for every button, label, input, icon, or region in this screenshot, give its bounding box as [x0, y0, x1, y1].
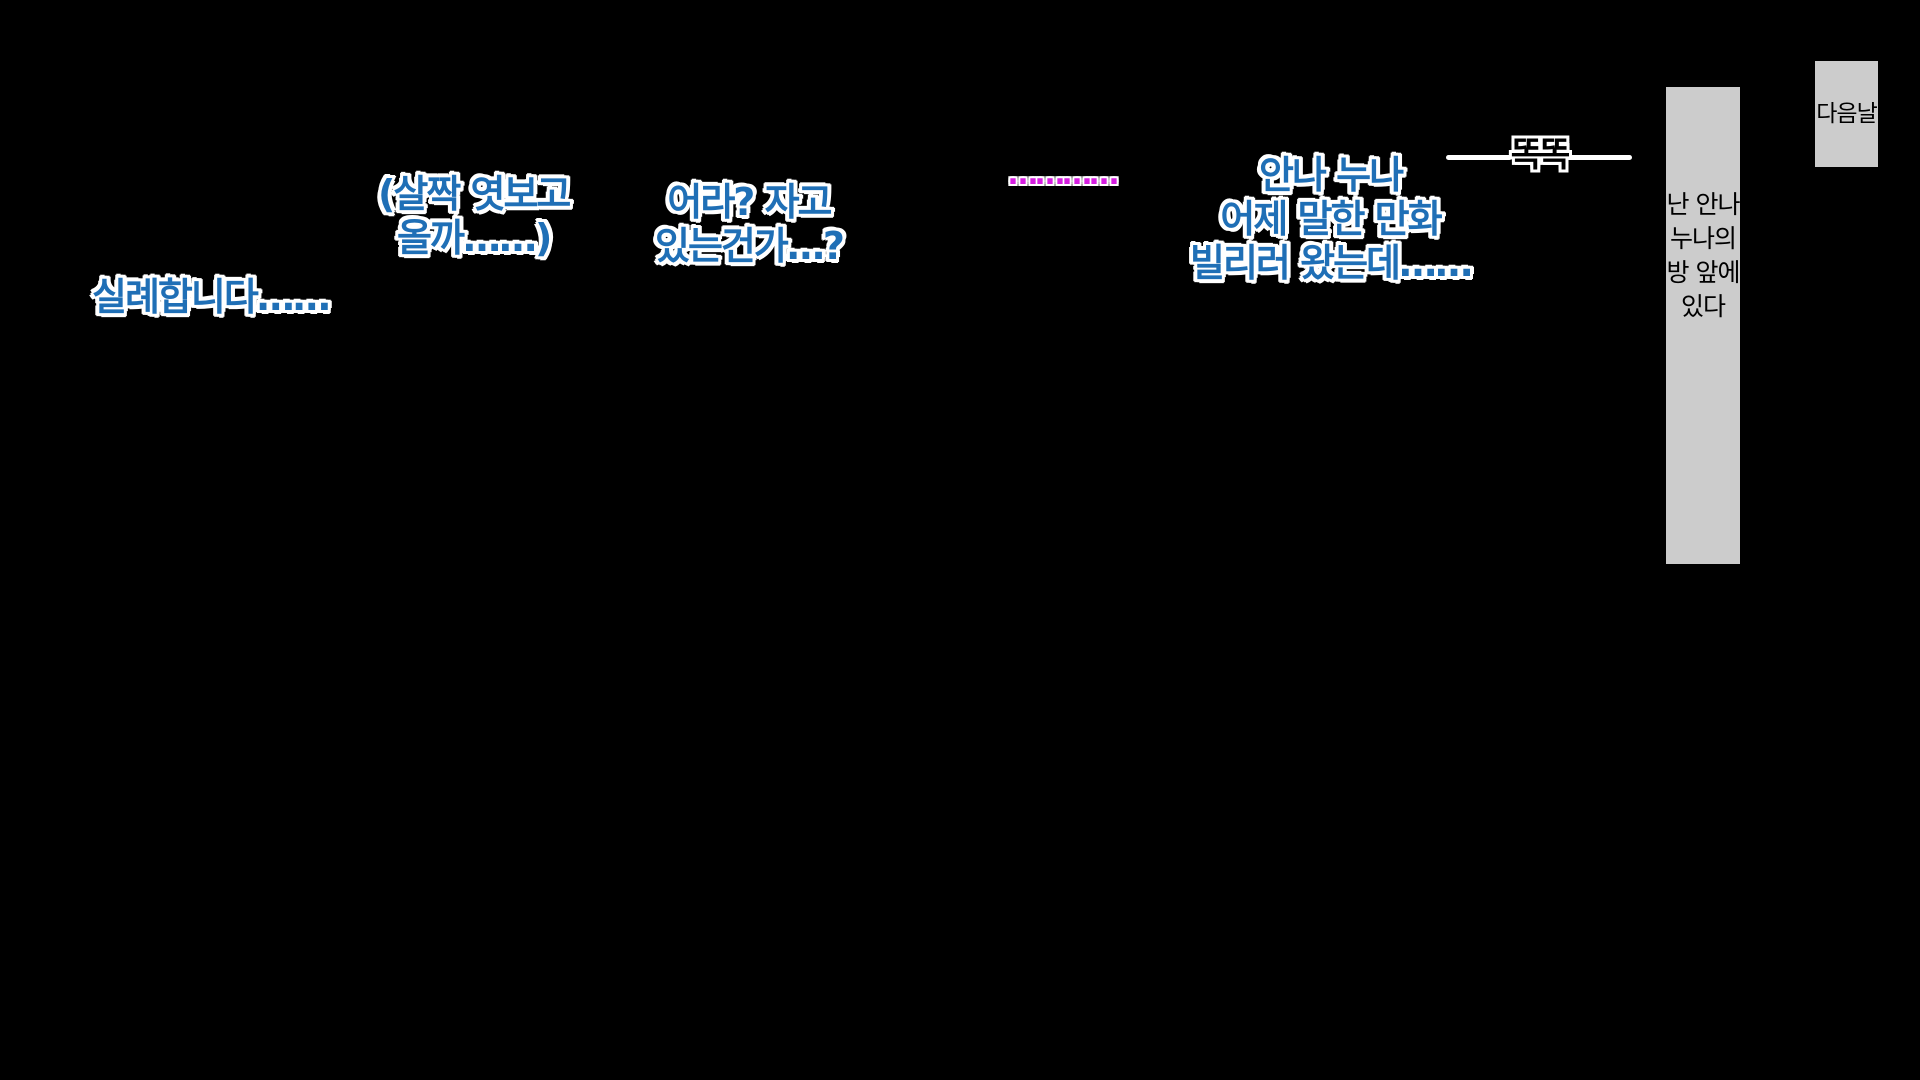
speech-sillye: 실례합니다…… [92, 275, 331, 319]
knock-sfx: 똑똑 [1446, 133, 1632, 183]
speech-asleep: 어라? 자고 있는건가…? [655, 180, 845, 268]
speech-anna: 안나 누나 어제 말한 만화 빌리러 왔는데…… [1190, 153, 1473, 285]
next-day-caption: 다음날 [1815, 61, 1878, 167]
sfx-text: 똑똑 [1510, 135, 1571, 175]
speech-line: 안나 누나 [1258, 153, 1404, 197]
narration-line: 누나의 [1669, 223, 1737, 253]
sfx-dash-left [1446, 155, 1512, 160]
speech-line: 어라? 자고 [667, 180, 832, 224]
narration-line: 있다 [1680, 291, 1726, 321]
speech-line: 올까……) [397, 216, 552, 260]
narration-line: 난 안나 [1666, 189, 1741, 219]
speech-peek: (살짝 엿보고 올까……) [378, 172, 571, 260]
narration-box: 난 안나 누나의 방 앞에 있다 [1666, 87, 1740, 564]
speech-line: (살짝 엿보고 [378, 172, 571, 216]
speech-line: 실례합니다…… [92, 275, 331, 319]
speech-line: 있는건가…? [655, 224, 845, 268]
speech-line: 어제 말한 만화 [1220, 197, 1442, 241]
silence-dots: ………… [1008, 157, 1119, 192]
narration-line: 방 앞에 [1666, 257, 1741, 287]
speech-line: 빌리러 왔는데…… [1190, 241, 1473, 285]
sfx-dash-right [1566, 155, 1632, 160]
